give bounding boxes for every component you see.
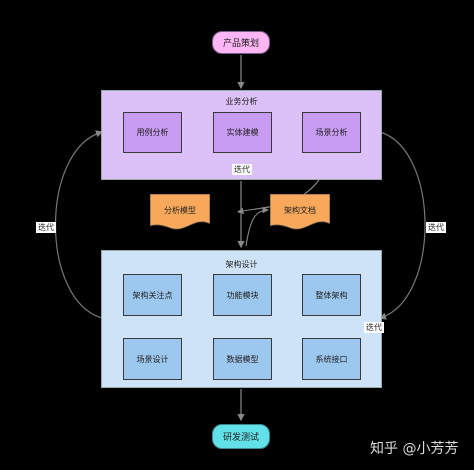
arch-concerns-node[interactable]: 架构关注点 [123,274,182,316]
end-node-label: 研发测试 [222,433,259,443]
edge-left-loop [55,130,104,319]
function-module-label: 功能模块 [226,290,259,300]
scenario-analysis-node[interactable]: 场景分析 [302,112,361,153]
arch-doc[interactable] [270,194,330,232]
analysis-model-doc-text: 分析模型 [150,194,210,232]
analysis-model-label: 分析模型 [164,206,196,215]
left-loop-label: 迭代 [36,222,56,233]
biz-loop-label: 迭代 [232,164,252,175]
edge-right-loop [378,131,426,320]
edge-arch-doc-link [245,206,270,247]
biz-analysis-title: 业务分析 [225,97,258,106]
entity-model-label: 实体建模 [226,128,259,137]
scenario-design-node[interactable]: 场景设计 [123,338,182,380]
arch-loop-label: 迭代 [364,322,384,333]
use-case-node[interactable]: 用例分析 [123,112,182,153]
data-model-node[interactable]: 数据模型 [213,338,272,380]
analysis-model-doc[interactable] [150,194,210,232]
arch-doc-text: 架构文档 [270,194,330,232]
scenario-analysis-label: 场景分析 [315,128,348,137]
start-node[interactable]: 产品策划 [212,31,270,54]
system-interface-label: 系统接口 [315,354,348,364]
end-node[interactable]: 研发测试 [212,424,270,449]
overall-arch-node[interactable]: 整体架构 [302,274,361,316]
entity-model-node[interactable]: 实体建模 [213,112,272,153]
system-interface-node[interactable]: 系统接口 [302,338,361,380]
right-loop-label: 迭代 [426,222,446,233]
data-model-label: 数据模型 [226,354,259,364]
scenario-design-label: 场景设计 [136,354,169,364]
start-node-label: 产品策划 [222,39,259,49]
arch-design-title: 架构设计 [225,260,258,269]
function-module-node[interactable]: 功能模块 [213,274,272,316]
arch-doc-label: 架构文档 [284,206,316,215]
arch-concerns-label: 架构关注点 [132,290,173,300]
use-case-label: 用例分析 [136,128,169,137]
watermark-text: 知乎 @小芳芳 [370,441,459,457]
overall-arch-label: 整体架构 [315,290,348,300]
